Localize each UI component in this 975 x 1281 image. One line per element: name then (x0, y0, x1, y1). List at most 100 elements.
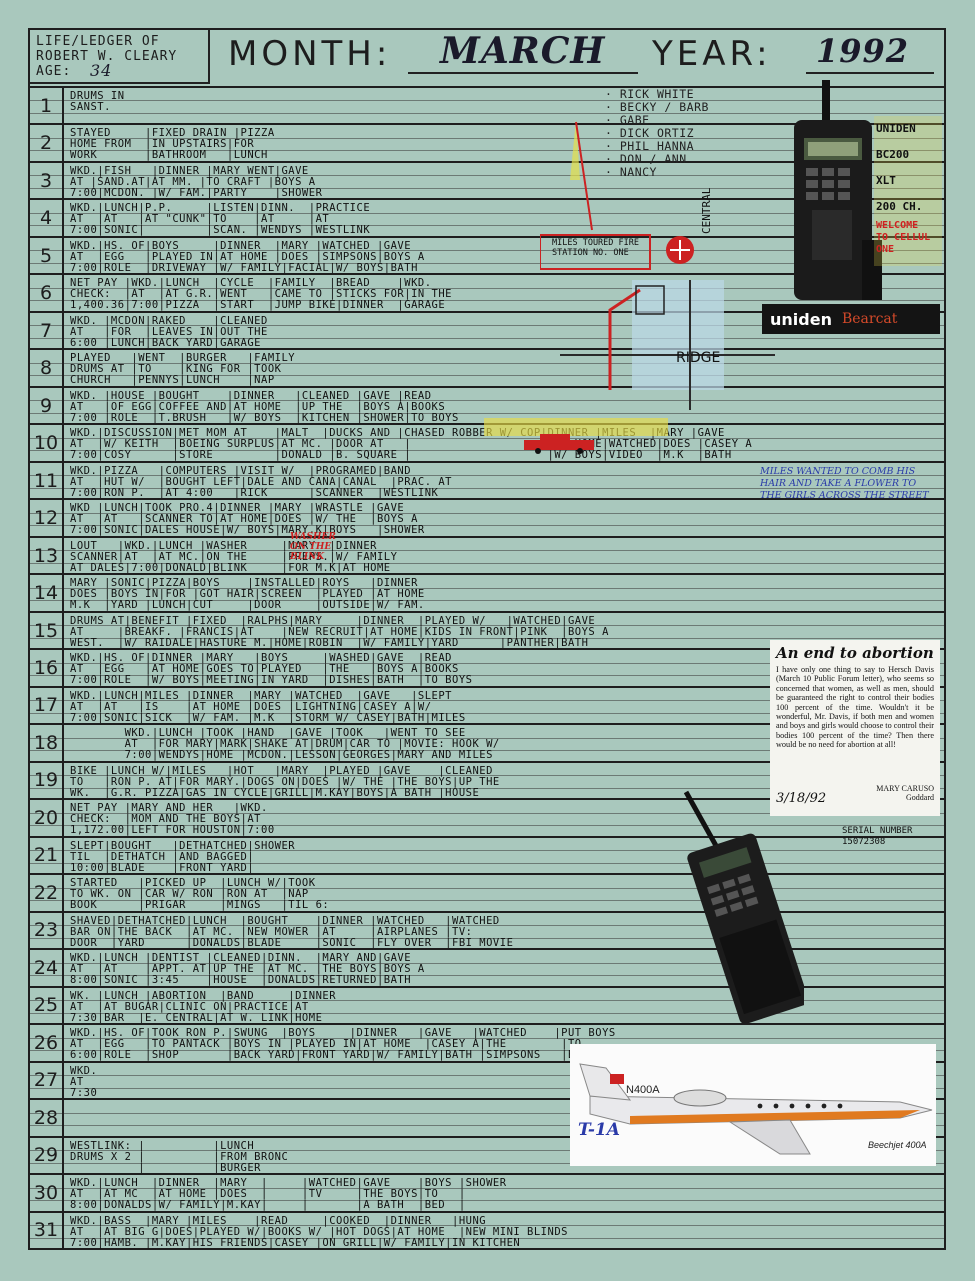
day-entry: BIKE |LUNCH W/|MILES |HOT |MARY |PLAYED … (70, 764, 500, 799)
row-rule (30, 925, 944, 927)
serial-value: 15072308 (842, 837, 886, 847)
row-rule (30, 487, 944, 489)
row-rule (30, 1112, 944, 1114)
day-number: 11 (30, 462, 64, 499)
day-number: 18 (30, 725, 64, 761)
serial-number: SERIAL NUMBER 15072308 (842, 826, 912, 848)
row-rule (30, 625, 944, 627)
day-number: 19 (30, 762, 64, 799)
owner-box: LIFE/LEDGER OF ROBERT W. CLEARY AGE: 34 (30, 30, 210, 84)
day-number: 16 (30, 650, 64, 686)
row-rule (30, 737, 944, 739)
map-sketch (540, 120, 775, 410)
row-rule (30, 1000, 944, 1002)
scanner-text: TO CELLUL (876, 232, 931, 243)
day-number: 12 (30, 500, 64, 536)
names-list-item: · NANCY (605, 165, 657, 179)
day-number: 2 (30, 125, 64, 161)
uniden-model: Bearcat (841, 311, 898, 327)
serial-label: SERIAL NUMBER (842, 826, 913, 836)
row-rule (30, 300, 944, 302)
row-rule (30, 100, 944, 102)
row-rule (30, 375, 944, 377)
day-entry: WKD.|DISCUSSION|MET MOM AT |MALT |DUCKS … (70, 427, 753, 462)
jet-illustration (579, 1063, 933, 1155)
uniden-banner: uniden Bearcat (762, 304, 940, 334)
row-rule (30, 150, 944, 152)
row-rule (30, 525, 944, 527)
day-number: 26 (30, 1025, 64, 1061)
row-rule (30, 475, 944, 477)
row-rule (30, 962, 944, 964)
day-entry: NET PAY |MARY AND HER |WKD. CHECK: |MOM … (70, 802, 275, 837)
street-ridge: RIDGE (676, 350, 721, 366)
day-entry: SLEPT|BOUGHT |DETHATCHED|SHOWER TIL |DET… (70, 839, 296, 874)
row-rule (30, 400, 944, 402)
row-rule (30, 1187, 944, 1189)
day-number: 5 (30, 237, 64, 274)
row-rule (30, 1075, 944, 1077)
day-entry: DRUMS IN SANST. (70, 90, 125, 113)
day-number: 22 (30, 875, 64, 911)
highlight (484, 418, 668, 436)
fire-station-label: MILES TOURED FIRE STATION NO. ONE (552, 238, 639, 258)
day-entry: WESTLINK: | |LUNCH DRUMS X 2 | |FROM BRO… (70, 1139, 289, 1174)
row-rule (30, 637, 944, 639)
row-rule (30, 412, 944, 414)
row-rule (30, 437, 944, 439)
names-list-item: · DICK ORTIZ (605, 126, 695, 140)
day-number: 21 (30, 837, 64, 874)
row-rule (30, 1037, 944, 1039)
scanner-text: BC200 (876, 148, 910, 161)
day-number: 4 (30, 200, 64, 236)
clipping-body: I have only one thing to say to Hersch D… (776, 665, 934, 750)
owner-line-1: LIFE/LEDGER OF (36, 34, 160, 49)
day-number: 20 (30, 800, 64, 836)
row-rule (30, 662, 944, 664)
day-row: 28 (30, 1098, 944, 1136)
names-list: · RICK WHITE · BECKY / BARB · GABE · DIC… (605, 88, 709, 179)
scanner-text: WELCOME (876, 220, 919, 231)
clipping-author: MARY CARUSO (876, 784, 934, 793)
clipping-title: An end to abortion (776, 644, 934, 662)
day-entry: STAYED |FIXED DRAIN |PIZZA HOME FROM |IN… (70, 127, 275, 162)
row-rule (30, 900, 944, 902)
day-row: 18 WKD.|LUNCH |TOOK |HAND |GAVE |TOOK |W… (30, 723, 944, 762)
row-rule (30, 550, 944, 552)
day-number: 28 (30, 1100, 64, 1136)
police-car-icon (524, 434, 594, 454)
day-entry: MARY |SONIC|PIZZA|BOYS |INSTALLED|ROYS |… (70, 577, 425, 612)
day-entry: WKD |LUNCH|TOOK PRO.4|DINNER |MARY |WRAS… (70, 502, 425, 537)
row-rule (30, 137, 944, 139)
row-rule (30, 600, 944, 602)
day-entry: WKD.|LUNCH|MILES |DINNER |MARY |WATCHED … (70, 689, 466, 724)
row-rule (30, 562, 944, 564)
uniden-brand: uniden (770, 309, 832, 329)
row-rule (30, 775, 944, 777)
row-rule (30, 262, 944, 264)
day-entry: STARTED |PICKED UP |LUNCH W/|TOOK TO WK.… (70, 877, 330, 912)
day-number: 17 (30, 687, 64, 724)
row-rule (30, 850, 944, 852)
day-number: 31 (30, 1212, 64, 1248)
day-entry: WK. |LUNCH |ABORTION |BAND |DINNER AT |A… (70, 989, 337, 1024)
washer-note: WASHER ON THE BLINK (290, 532, 336, 562)
day-entry: DRUMS AT|BENEFIT |FIXED |RALPHS|MARY |DI… (70, 614, 609, 649)
row-rule (30, 937, 944, 939)
day-entry: WKD. |HOUSE |BOUGHT |DINNER |CLEANED |GA… (70, 389, 459, 424)
row-rule (30, 187, 944, 189)
owner-line-2: ROBERT W. CLEARY (36, 49, 178, 64)
day-entry: WKD.|LUNCH |TOOK |HAND |GAVE |TOOK |WENT… (124, 727, 500, 762)
day-number: 23 (30, 912, 64, 949)
